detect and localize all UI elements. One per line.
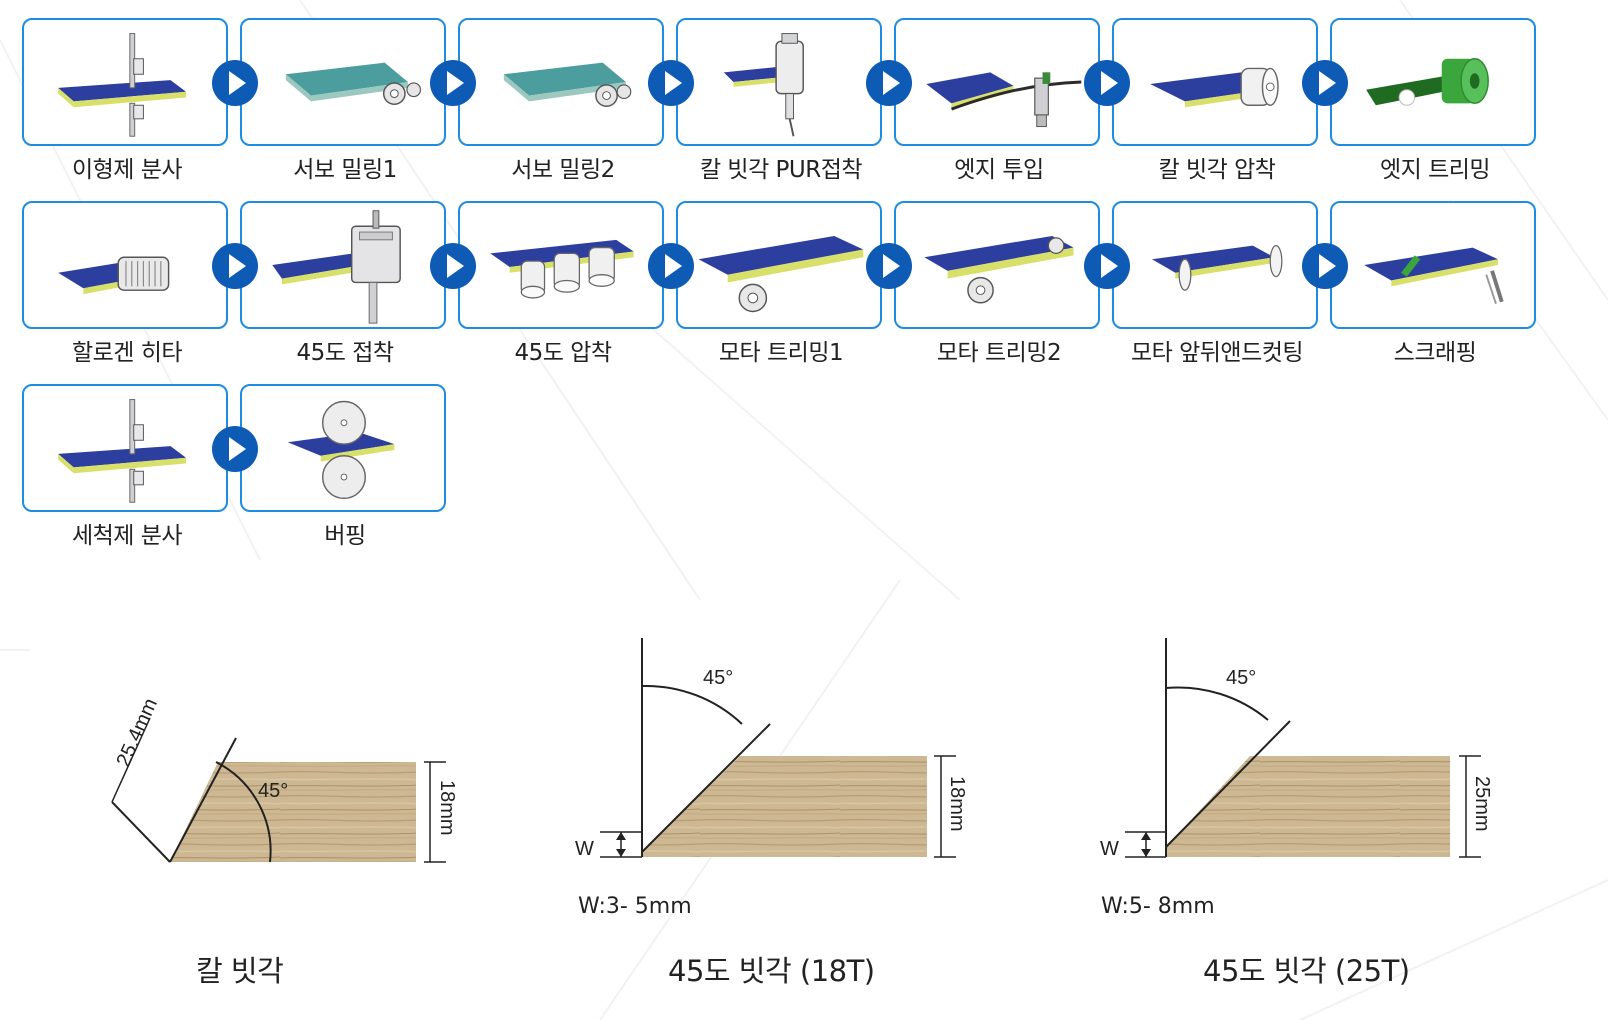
w-label: W [575,838,594,860]
flow-arrow-icon [866,243,912,289]
step-card [1112,18,1318,146]
milling-cutter-icon [285,62,422,106]
step-card [894,18,1100,146]
trimming-cutter-icon [924,235,1074,304]
step-label: 엣지 트리밍 [1379,157,1491,183]
w-range-note: W:5- 8mm [1101,894,1215,919]
process-flow: 이형제 분사 서보 밀링1 서보 밀링2 [22,18,1540,550]
trimming-cutter-icon [698,235,864,313]
process-step: 엣지 투입 [894,18,1104,184]
step-label: 모타 트리밍1 [718,340,844,366]
process-step: 이형제 분사 [22,18,232,184]
end-cutting-saw-icon [1152,244,1283,291]
step-label: 엣지 투입 [954,157,1044,183]
process-step: 세척제 분사 [22,384,232,550]
process-step: 모타 트리밍2 [894,201,1104,367]
flow-arrow-icon [430,243,476,289]
step-label: 이형제 분사 [71,157,183,183]
step-card [676,18,882,146]
thickness-label: 25mm [1471,776,1493,832]
halogen-heater-icon [58,256,170,295]
flow-arrow-icon [1302,60,1348,106]
step-card [1330,201,1536,329]
process-step: 45도 압착 [458,201,668,367]
step-card [22,18,228,146]
flow-arrow-icon [1084,243,1130,289]
step-card [1330,18,1536,146]
bevel-18t-diagram [600,638,956,858]
flow-arrow-icon [1302,243,1348,289]
flow-arrow-icon [1084,60,1130,106]
process-step: 45도 접착 [240,201,450,367]
angle-label: 45° [1226,667,1256,689]
spray-nozzle-icon [58,399,187,503]
step-label: 모타 앞뒤앤드컷팅 [1130,340,1304,366]
step-card [458,18,664,146]
step-label: 45도 접착 [296,340,394,366]
process-step: 버핑 [240,384,450,550]
scraper-icon [1364,247,1504,305]
diagram-caption: 칼 빗각 [196,954,284,988]
glue-unit-icon [272,210,401,324]
w-range-note: W:3- 5mm [578,894,692,919]
process-step: 모타 트리밍1 [676,201,886,367]
flow-arrow-icon [430,60,476,106]
bevel-diagram-svg: 45° 25.4mm 18mm 45° W 18mm 45° W 25mm [111,638,1493,863]
edge-band-roll-icon [1366,58,1489,106]
flow-arrow-icon [212,426,258,472]
bevel-25t-diagram [1125,638,1481,858]
diagram-caption: 45도 빗각 (18T) [668,954,875,988]
flow-arrow-icon [212,243,258,289]
buffing-wheel-icon [287,400,395,500]
step-card [22,384,228,512]
thickness-label: 18mm [436,780,458,836]
glue-pot-icon [723,33,804,137]
process-step: 서보 밀링1 [240,18,450,184]
bevel-diagrams: 45° 25.4mm 18mm 45° W 18mm 45° W 25mm W:… [0,600,1608,1020]
angle-label: 45° [258,780,288,802]
thickness-label: 18mm [946,776,968,832]
flow-arrow-icon [648,243,694,289]
process-step: 모타 앞뒤앤드컷팅 [1112,201,1322,367]
step-label: 모타 트리밍2 [936,340,1062,366]
step-card [240,384,446,512]
step-label: 할로겐 히타 [71,340,183,366]
spray-nozzle-icon [58,33,187,137]
dimension-label: 25.4mm [112,695,161,770]
step-label: 세척제 분사 [71,523,183,549]
flow-arrow-icon [866,60,912,106]
process-step: 서보 밀링2 [458,18,668,184]
milling-cutter-icon [503,62,632,107]
step-label: 서보 밀링2 [511,157,615,183]
process-step: 엣지 트리밍 [1330,18,1540,184]
step-card [676,201,882,329]
step-label: 칼 빗각 압착 [1158,157,1276,183]
edge-feed-icon [926,72,1082,128]
w-label: W [1100,838,1119,860]
pressure-rollers-icon [490,239,634,299]
step-card [22,201,228,329]
step-label: 칼 빗각 PUR접착 [699,157,863,183]
step-label: 45도 압착 [514,340,612,366]
process-step: 스크래핑 [1330,201,1540,367]
step-card [240,201,446,329]
step-card [240,18,446,146]
step-card [1112,201,1318,329]
flow-arrow-icon [212,60,258,106]
process-step: 할로겐 히타 [22,201,232,367]
diagram-caption: 45도 빗각 (25T) [1203,954,1410,988]
process-step: 칼 빗각 PUR접착 [676,18,886,184]
pressure-roller-icon [1150,67,1279,108]
step-label: 서보 밀링1 [293,157,397,183]
step-label: 스크래핑 [1393,340,1477,366]
angle-label: 45° [703,667,733,689]
step-label: 버핑 [324,523,366,549]
step-card [458,201,664,329]
process-step: 칼 빗각 압착 [1112,18,1322,184]
knife-bevel-diagram [111,717,446,863]
flow-arrow-icon [648,60,694,106]
step-card [894,201,1100,329]
